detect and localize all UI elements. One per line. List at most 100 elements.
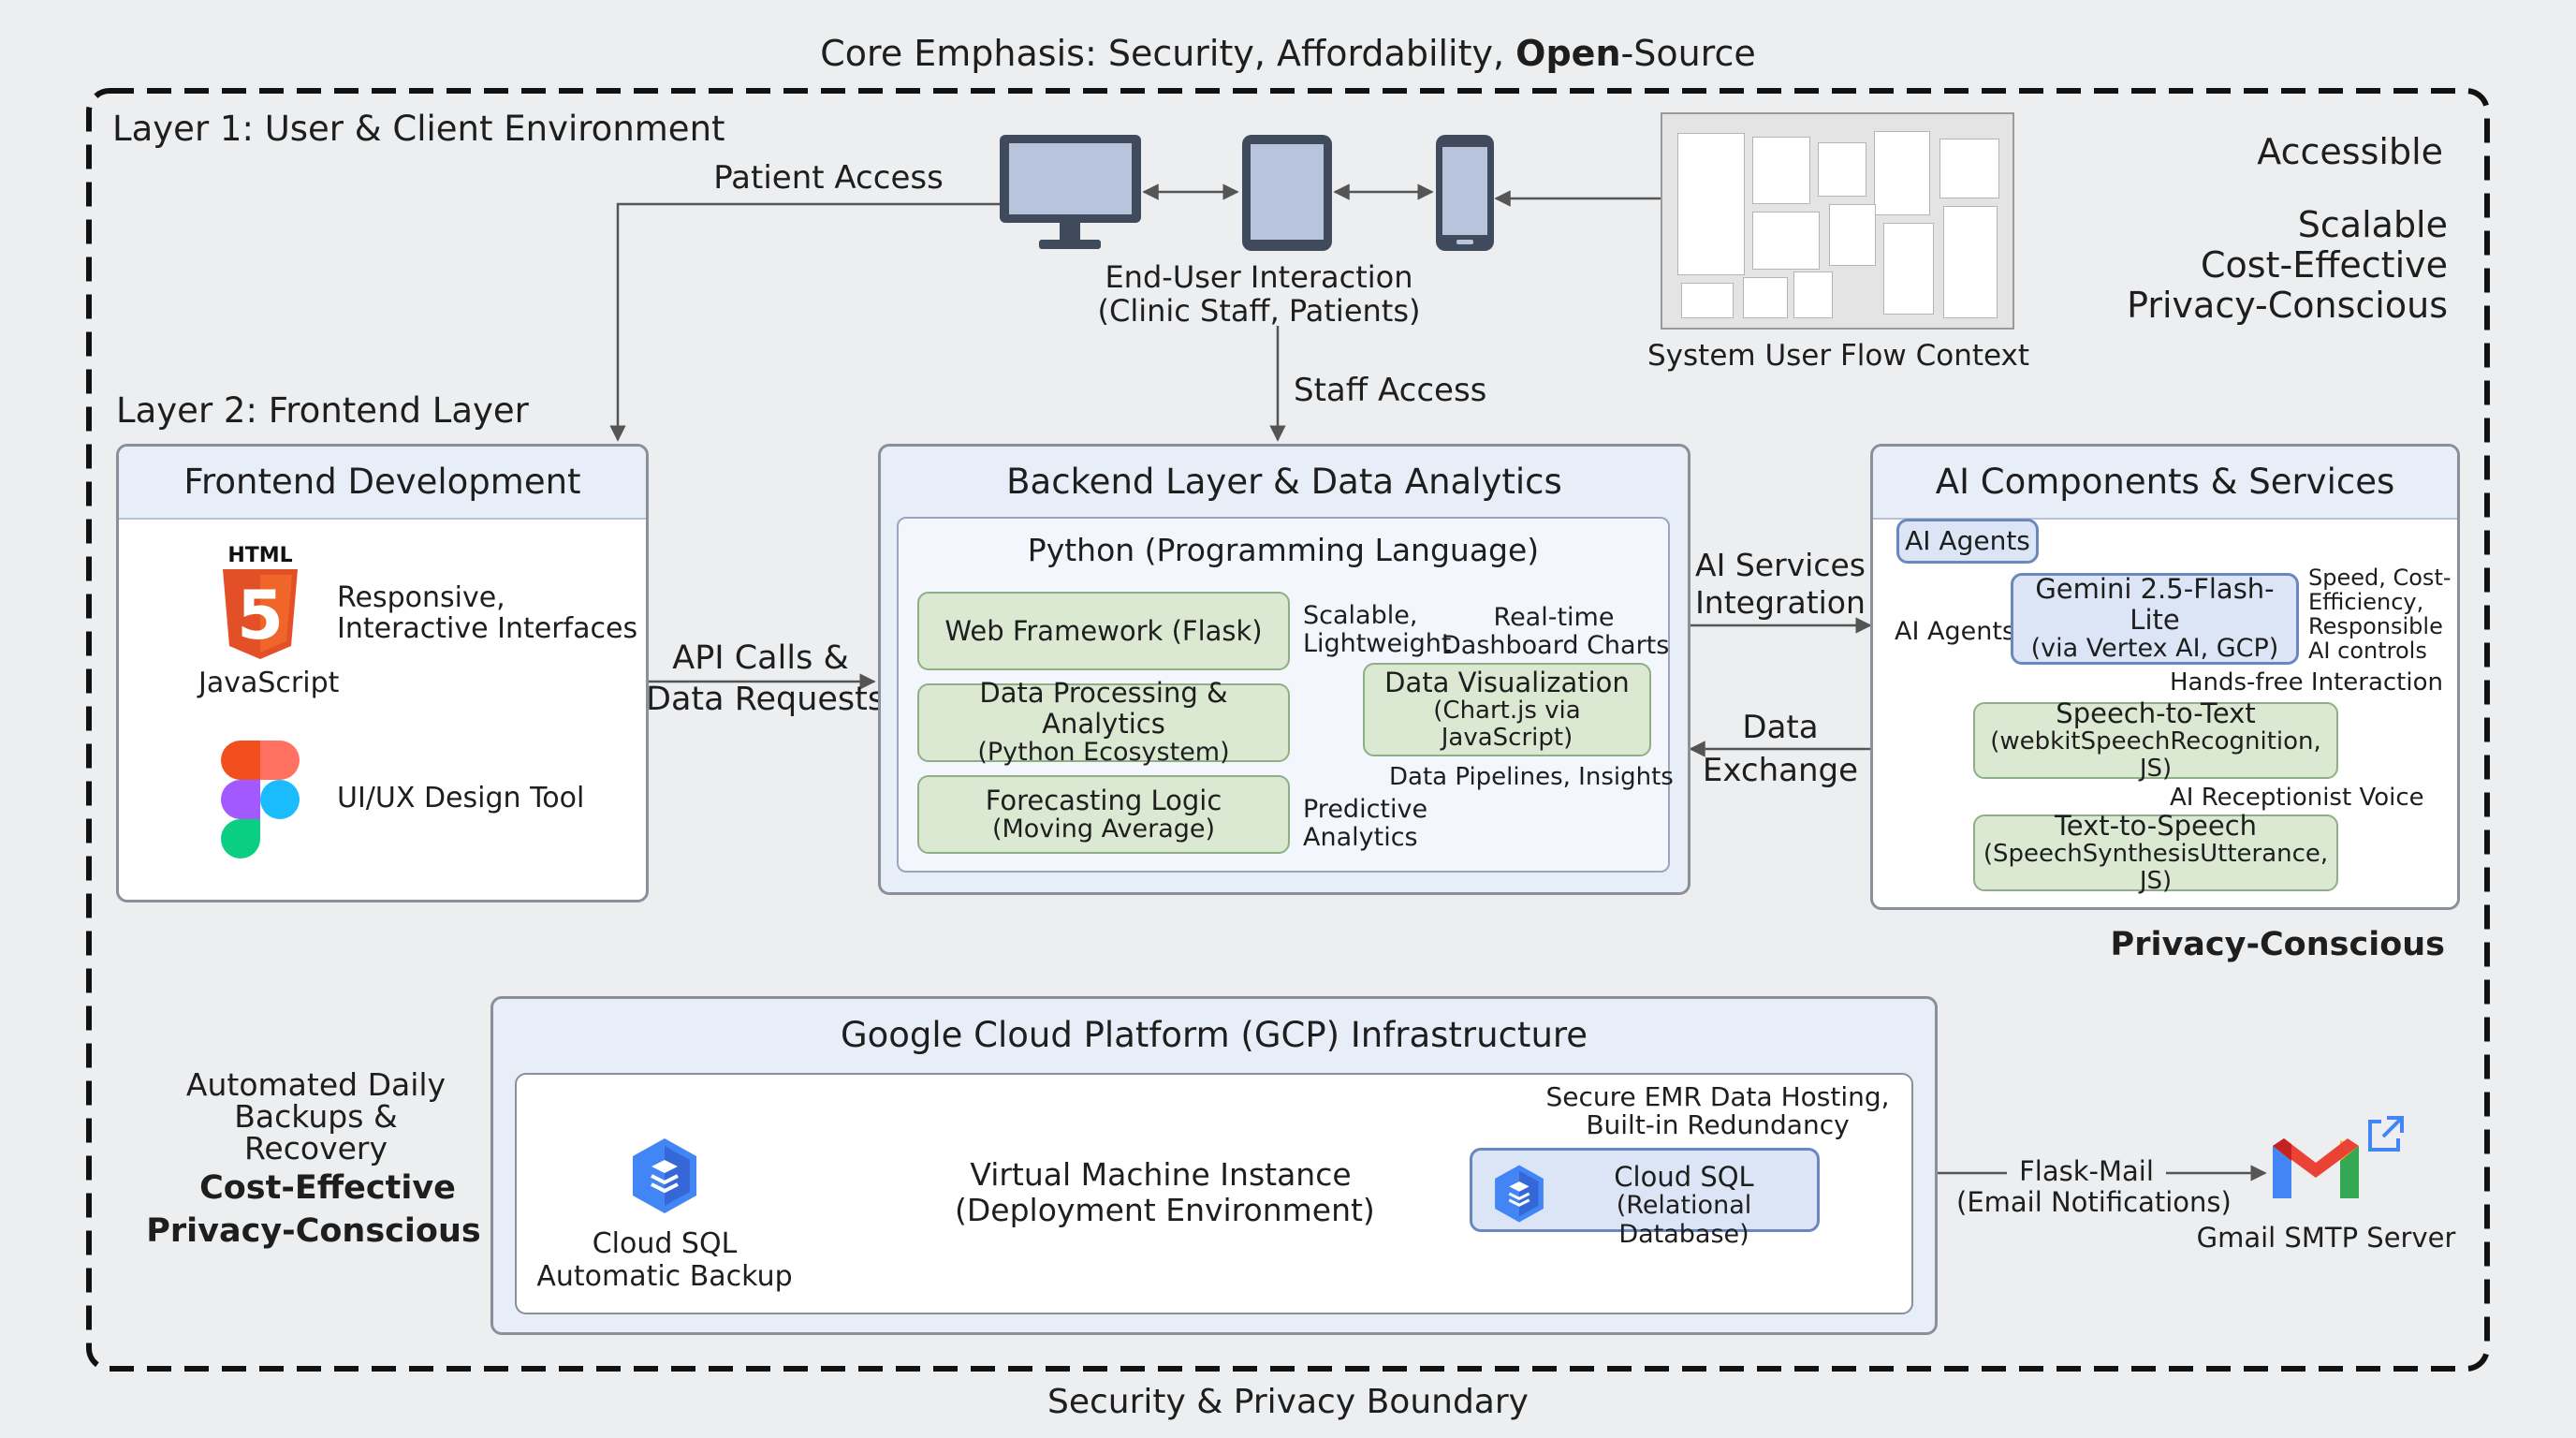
layer2-title: Layer 2: Frontend Layer — [116, 390, 529, 431]
processing-line1: Data Processing & Analytics — [979, 677, 1228, 740]
speed-line4: AI controls — [2308, 638, 2427, 664]
realtime-line1: Real-time — [1493, 603, 1615, 632]
end-user-interaction-line2: (Clinic Staff, Patients) — [1097, 293, 1421, 329]
gemini-card: Gemini 2.5-Flash-Lite(via Vertex AI, GCP… — [2011, 573, 2299, 665]
flask-mail-label: Flask-Mail — [2007, 1156, 2166, 1186]
forecasting-line2: (Moving Average) — [991, 814, 1216, 844]
phone-icon — [1434, 133, 1496, 253]
ai-integration-line1: AI Services — [1695, 547, 1866, 583]
gcp-title: Google Cloud Platform (GCP) Infrastructu… — [840, 1015, 1588, 1055]
core-emphasis-bold: Open — [1515, 33, 1621, 74]
speed-line1: Speed, Cost- — [2308, 565, 2452, 591]
pipelines-label: Data Pipelines, Insights — [1389, 763, 1674, 791]
predictive-line2: Analytics — [1303, 823, 1418, 852]
monitor-icon — [998, 133, 1143, 255]
tts-line1: Text-to-Speech — [2054, 809, 2258, 842]
end-user-interaction-line1: End-User Interaction — [1105, 259, 1413, 295]
ai-agents-pill-label: AI Agents — [1905, 525, 2030, 557]
html5-digit: 5 — [237, 576, 284, 654]
data-exchange-line1: Data — [1742, 709, 1819, 746]
tag-accessible: Accessible — [2257, 131, 2443, 172]
gmail-label: Gmail SMTP Server — [2196, 1222, 2456, 1254]
javascript-label: JavaScript — [198, 667, 340, 699]
ai-agents-label: AI Agents — [1895, 617, 2016, 646]
visualization-line2: (Chart.js via JavaScript) — [1433, 697, 1581, 753]
cloud-sql-line1: Cloud SQL — [1614, 1161, 1754, 1193]
tag-scalable: Scalable — [2297, 204, 2448, 245]
handsfree-label: Hands-free Interaction — [2170, 668, 2443, 697]
visualization-card: Data Visualization(Chart.js via JavaScri… — [1363, 663, 1651, 756]
ai-integration-line2: Integration — [1695, 584, 1866, 621]
python-title: Python (Programming Language) — [1027, 532, 1540, 568]
scalable-line1: Scalable, — [1303, 601, 1418, 630]
flask-card: Web Framework (Flask) — [917, 592, 1290, 670]
tts-line2: (SpeechSynthesisUtterance, JS) — [1983, 840, 2329, 896]
flow-context-label: System User Flow Context — [1647, 339, 2030, 373]
gmail-icon — [2269, 1133, 2363, 1204]
cloud-sql-line2: (Relational Database) — [1616, 1191, 1752, 1249]
data-exchange-line2: Exchange — [1702, 752, 1859, 789]
core-emphasis-tail: -Source — [1620, 33, 1756, 74]
emr-line2: Built-in Redundancy — [1586, 1109, 1850, 1140]
gemini-line2: (via Vertex AI, GCP) — [2030, 634, 2279, 664]
layer1-title: Layer 1: User & Client Environment — [112, 109, 725, 149]
html5-badge-text: HTML — [227, 544, 292, 567]
backup-line2: Backups & — [234, 1098, 398, 1135]
stt-line1: Speech-to-Text — [2056, 697, 2256, 729]
design-tool-label: UI/UX Design Tool — [337, 782, 585, 814]
tag-cost-effective: Cost-Effective — [2201, 244, 2448, 286]
staff-access-label: Staff Access — [1294, 372, 1487, 409]
processing-card: Data Processing & Analytics(Python Ecosy… — [917, 678, 1290, 767]
external-link-icon — [2364, 1114, 2406, 1155]
figma-icon — [219, 740, 303, 861]
cloud-sql-backup-icon — [629, 1137, 700, 1215]
cloud-sql-icon — [1491, 1164, 1547, 1224]
core-emphasis-title: Core Emphasis: Security, Affordability, … — [820, 34, 1756, 74]
forecasting-card: Forecasting Logic(Moving Average) — [917, 775, 1290, 854]
forecasting-line1: Forecasting Logic — [985, 784, 1222, 816]
core-emphasis-text: Core Emphasis: Security, Affordability, — [820, 33, 1516, 74]
ai-agents-pill: AI Agents — [1896, 519, 2039, 564]
ai-title: AI Components & Services — [1873, 447, 2457, 520]
gemini-line1: Gemini 2.5-Flash-Lite — [2035, 573, 2275, 636]
patient-access-arrow — [609, 202, 1002, 442]
processing-line2: (Python Ecosystem) — [977, 738, 1230, 768]
cloud-sql-card: Cloud SQL (Relational Database) — [1470, 1148, 1820, 1248]
scalable-line2: Lightweight — [1303, 629, 1452, 658]
privacy-bold-label: Privacy-Conscious — [2110, 926, 2445, 963]
gcp-privacy-conscious: Privacy-Conscious — [146, 1212, 481, 1250]
flask-label: Web Framework (Flask) — [944, 614, 1263, 647]
vm-line1: Virtual Machine Instance — [970, 1156, 1352, 1193]
stt-card: Speech-to-Text(webkitSpeechRecognition, … — [1973, 697, 2338, 783]
frontend-title: Frontend Development — [119, 447, 646, 520]
responsive-line2: Interactive Interfaces — [337, 612, 638, 645]
predictive-line1: Predictive — [1303, 795, 1428, 824]
html5-icon: HTML 5 — [215, 539, 305, 663]
receptionist-label: AI Receptionist Voice — [2170, 784, 2424, 812]
emr-line1: Secure EMR Data Hosting, — [1545, 1081, 1890, 1112]
backend-title: Backend Layer & Data Analytics — [881, 447, 1688, 518]
cloud-sql-backup-line1: Cloud SQL — [592, 1227, 738, 1260]
tts-card: Text-to-Speech(SpeechSynthesisUtterance,… — [1973, 809, 2338, 895]
speed-line2: Efficiency, — [2308, 589, 2424, 615]
responsive-line1: Responsive, — [337, 581, 505, 614]
frontend-panel: Frontend Development — [116, 444, 649, 902]
boundary-label: Security & Privacy Boundary — [1047, 1383, 1529, 1421]
visualization-line1: Data Visualization — [1384, 666, 1630, 698]
tablet-icon — [1240, 133, 1334, 253]
vm-line2: (Deployment Environment) — [955, 1192, 1375, 1228]
cloud-sql-backup-line2: Automatic Backup — [536, 1260, 793, 1293]
patient-access-label: Patient Access — [713, 159, 944, 197]
email-notifications-label: (Email Notifications) — [1956, 1186, 2232, 1218]
stt-line2: (webkitSpeechRecognition, JS) — [1990, 727, 2321, 784]
flow-screenshot-thumbnail — [1661, 112, 2014, 330]
gcp-cost-effective: Cost-Effective — [199, 1169, 456, 1207]
backup-line1: Automated Daily — [185, 1066, 446, 1103]
speed-line3: Responsible — [2308, 613, 2443, 639]
api-calls-line2: Data Requests — [646, 681, 886, 718]
backup-line3: Recovery — [243, 1130, 388, 1167]
tag-privacy: Privacy-Conscious — [2127, 285, 2448, 326]
realtime-line2: Dashboard Charts — [1442, 631, 1670, 660]
api-calls-line1: API Calls & — [672, 639, 849, 677]
